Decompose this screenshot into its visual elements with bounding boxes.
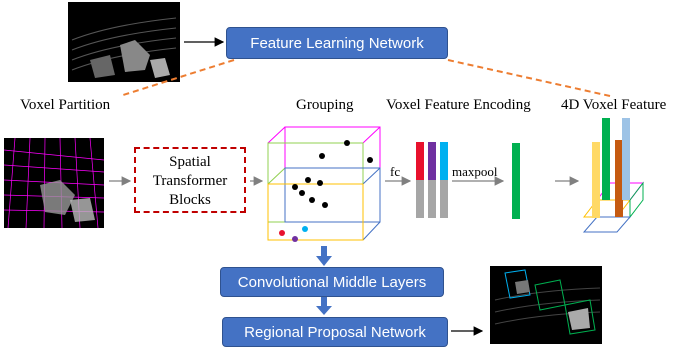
regional-proposal-network-box: Regional Proposal Network <box>222 317 448 347</box>
stb-line-1: Spatial <box>169 154 211 170</box>
voxel-4d-label: 4D Voxel Feature <box>561 97 667 113</box>
feature-learning-network-box: Feature Learning Network <box>226 27 448 59</box>
convolutional-middle-layers-box: Convolutional Middle Layers <box>220 267 444 297</box>
voxel-partition-label: Voxel Partition <box>20 97 111 113</box>
top-lidar-image <box>68 2 180 82</box>
pooled-feature-bar <box>512 143 520 219</box>
fc-label: fc <box>390 164 401 179</box>
stb-line-2: Transformer <box>152 173 228 189</box>
maxpool-label: maxpool <box>452 164 498 179</box>
arrow-down-to-rpn <box>316 297 332 315</box>
spatial-transformer-blocks: Spatial Transformer Blocks <box>134 147 246 213</box>
voxel-4d-feature <box>582 118 645 233</box>
dashed-right-expansion <box>447 59 611 97</box>
vfe-feature-bars <box>416 142 448 218</box>
arrow-down-to-conv <box>316 246 332 266</box>
vfe-label: Voxel Feature Encoding <box>386 97 531 113</box>
grouping-voxel-cubes <box>267 126 381 242</box>
voxel-partition-image <box>3 137 105 229</box>
stb-line-3: Blocks <box>169 192 211 208</box>
output-detection-image <box>490 266 602 344</box>
grouping-label: Grouping <box>296 97 354 113</box>
